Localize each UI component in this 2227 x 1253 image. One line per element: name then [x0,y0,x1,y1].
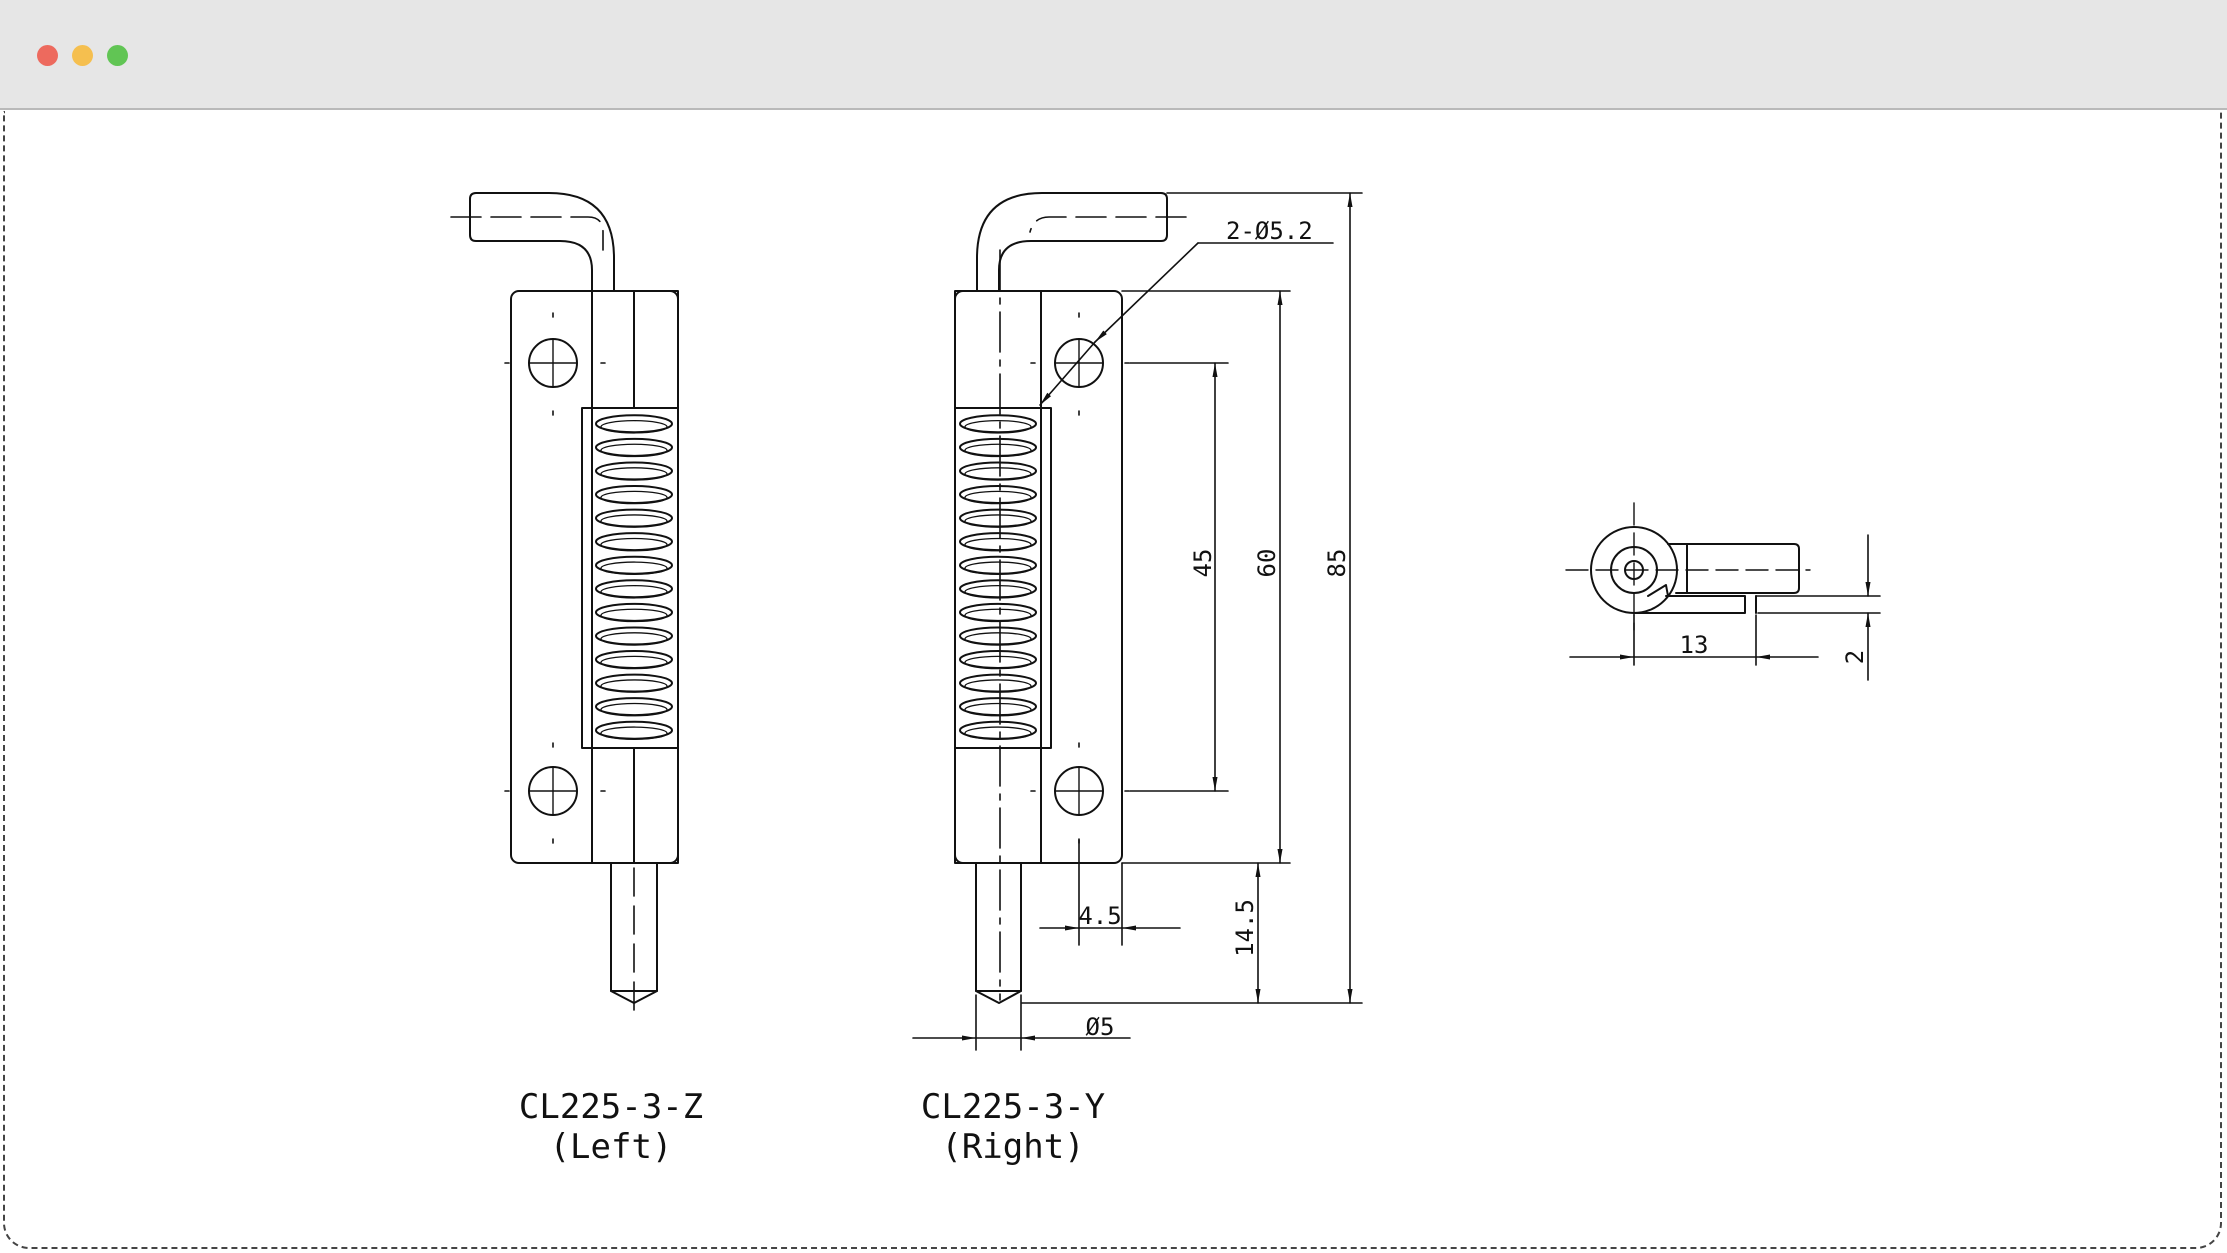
hole-callout-label: 2-Ø5.2 [1226,217,1313,245]
drawing-labels: CL225-3-Z (Left) CL225-3-Y (Right) 2-Ø5.… [519,217,1869,1167]
right-side-label: (Right) [941,1127,1084,1167]
hole-spacing-label: 45 [1189,549,1217,578]
right-barrel [954,290,1042,864]
spring-coil-inner [964,702,1032,717]
right-part-number: CL225-3-Y [921,1087,1105,1127]
spring-coil-inner [600,443,668,458]
end-view [1565,502,1811,631]
spring-coil-inner [964,514,1032,528]
minimize-window-button[interactable] [72,45,93,66]
spring-coil-inner [964,420,1032,434]
left-spring [595,414,673,740]
spring-coil-inner [600,702,668,717]
left-side-label: (Left) [550,1127,673,1167]
spring-coil-inner [964,655,1032,670]
right-spring [959,414,1037,740]
plate-length-label: 60 [1253,549,1281,578]
close-window-button[interactable] [37,45,58,66]
spring-coil-inner [600,490,668,505]
spring-coil-inner [964,490,1032,505]
spring-coil-inner [964,561,1032,575]
drawing-canvas-frame [3,111,2222,1249]
spring-coil-inner [600,632,668,646]
maximize-window-button[interactable] [107,45,128,66]
spring-coil-inner [964,537,1032,552]
right-base-plate [954,290,1123,864]
right-locking-pin [975,862,1022,1004]
end-thickness-label: 2 [1841,650,1869,664]
spring-coil-inner [600,467,668,481]
spring-coil-inner [600,537,668,552]
end-view-dimensions [1569,534,1881,681]
spring-coil-inner [964,467,1032,481]
spring-coil-inner [600,655,668,670]
spring-coil-inner [964,632,1032,646]
left-part-number: CL225-3-Z [519,1087,703,1127]
spring-coil-inner [600,561,668,575]
window-titlebar [0,0,2227,110]
spring-coil-inner [964,726,1032,740]
spring-coil-inner [600,679,668,693]
spring-coil-inner [600,514,668,528]
spring-coil-inner [964,608,1032,623]
left-hinge-view [450,192,679,1019]
spring-coil-inner [600,608,668,623]
spring-coil-inner [600,420,668,434]
pin-diameter-label: Ø5 [1086,1013,1115,1041]
overall-length-label: 85 [1323,549,1351,578]
left-spring-window [581,407,679,749]
right-hinge-view [954,192,1187,1004]
spring-coil-inner [600,726,668,740]
spring-coil-inner [600,585,668,599]
pin-protrusion-label: 14.5 [1231,899,1259,957]
left-base-plate [510,290,679,864]
spring-coil-inner [964,443,1032,458]
spring-coil-inner [964,585,1032,599]
spring-coil-inner [964,679,1032,693]
right-spring-window [954,407,1052,749]
dimension-lines [912,192,1363,1051]
end-width-label: 13 [1680,631,1709,659]
hole-offset-label: 4.5 [1078,902,1121,930]
